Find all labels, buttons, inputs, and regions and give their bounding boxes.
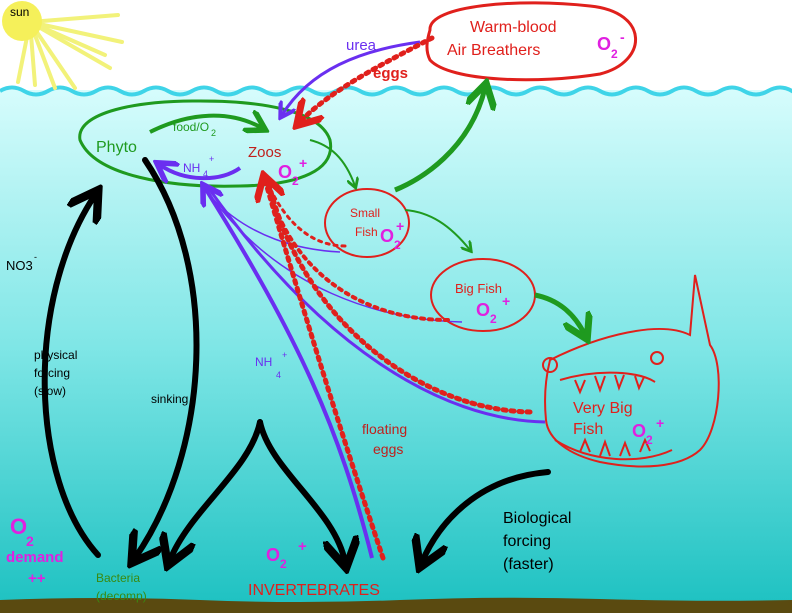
nh4-arrow-invertebrates [205, 188, 374, 559]
zoos-o2: O [278, 162, 292, 182]
very-big-fish-o2: O [632, 421, 646, 441]
arrow-bigfish-verybigfish [534, 292, 585, 335]
zoos-label: Zoos [248, 144, 281, 161]
food-chain-arrows [149, 88, 585, 335]
big-fish-o2-sup: + [502, 293, 510, 309]
nutrient-arrows [160, 40, 546, 559]
very-big-fish-line1: Very Big [573, 400, 633, 417]
arrow-smallfish-bigfish [404, 209, 470, 250]
sediment-floor [0, 597, 792, 613]
biological-forcing-line2: forcing [503, 533, 551, 550]
nh4-top-label: NH [183, 161, 200, 175]
sinking-arrow [135, 157, 200, 558]
water [0, 90, 792, 603]
very-big-fish-line2: Fish [573, 421, 603, 438]
warm-blood-o2-sup: - [620, 29, 625, 45]
eggs-line-smallfish [268, 186, 347, 248]
warm-blood-line2: Air Breathers [447, 42, 540, 59]
phyto-label: Phyto [96, 139, 137, 156]
very-big-fish-node [542, 274, 720, 468]
physical-forcing-line1: physical [34, 348, 77, 362]
eggs-arrow-warmblood [300, 35, 435, 122]
food-arrow-phyto-zoos [149, 116, 262, 134]
invert-to-bacteria-arrow [170, 419, 263, 560]
physical-forcing-line2: forcing [34, 366, 70, 380]
biological-forcing-line3: (faster) [503, 556, 554, 573]
water-surface-wave [0, 85, 792, 97]
demand-plusplus: ++ [28, 570, 46, 587]
sun-icon [2, 1, 124, 90]
arrow-zoos-smallfish [309, 139, 355, 186]
big-fish-line1: Big Fish [455, 281, 502, 296]
nh4-arrow-zoos-phyto [160, 165, 242, 178]
nh4-top-sup: + [209, 154, 214, 164]
urea-label: urea [346, 37, 377, 54]
small-fish-o2-sub: 2 [394, 238, 401, 252]
big-fish-o2-sub: 2 [490, 312, 497, 326]
nh4-line-verybigfish [208, 189, 546, 424]
floating-eggs-arrow [265, 180, 386, 561]
egg-arrows [265, 35, 533, 561]
zoos-o2-sub: 2 [292, 174, 299, 188]
arrow-smallfish-warmblood [394, 88, 485, 193]
small-fish-node [324, 188, 410, 258]
big-fish-o2: O [476, 300, 490, 320]
nh4-top-sub: 4 [203, 169, 208, 179]
invertebrates-label: INVERTEBRATES [248, 582, 380, 599]
warm-blood-o2: O [597, 34, 611, 54]
eggs-label: eggs [373, 65, 408, 82]
warm-blood-node [425, 1, 637, 82]
small-fish-o2-sup: + [396, 218, 404, 234]
warm-blood-o2-sub: 2 [611, 47, 618, 61]
o2-demand-sub: 2 [26, 533, 34, 549]
biological-forcing-arrow [422, 469, 551, 562]
eggs-line-bigfish [266, 183, 450, 322]
warm-blood-line1: Warm-blood [470, 19, 557, 36]
food-label: food/O [173, 120, 209, 134]
nh4-line-smallfish [211, 197, 341, 253]
floating-eggs-line2: eggs [373, 441, 403, 457]
sinking-label: sinking [151, 392, 188, 406]
nh4-mid-label: NH [255, 355, 272, 369]
invertebrates-o2-sup: + [298, 538, 307, 555]
food-label-sub: 2 [211, 128, 216, 138]
nh4-mid-sup: + [282, 350, 287, 360]
forcing-arrows [41, 157, 551, 562]
no3-label: NO3 [6, 258, 33, 273]
invertebrates-o2: O [266, 545, 280, 565]
very-big-fish-o2-sup: + [656, 415, 664, 431]
demand-label: demand [6, 549, 64, 566]
no3-sup: - [34, 252, 37, 262]
biological-forcing-line1: Biological [503, 510, 571, 527]
invertebrates-o2-sub: 2 [280, 557, 287, 571]
small-fish-line2: Fish [355, 225, 378, 239]
eggs-line-verybigfish [265, 177, 533, 415]
sun-label: sun [10, 5, 29, 19]
small-fish-o2: O [380, 226, 394, 246]
o2-demand-symbol: O [10, 514, 27, 539]
zoos-o2-sup: + [299, 155, 307, 171]
invert-loop-arrow [257, 419, 345, 562]
physical-forcing-line3: (slow) [34, 384, 66, 398]
bacteria-decomp-label: (decomp) [96, 589, 147, 603]
very-big-fish-o2-sub: 2 [646, 433, 653, 447]
floating-eggs-line1: floating [362, 421, 407, 437]
small-fish-line1: Small [350, 206, 380, 220]
physical-forcing-arrow [41, 195, 98, 558]
nh4-mid-sub: 4 [276, 370, 281, 380]
bacteria-label: Bacteria [96, 571, 140, 585]
